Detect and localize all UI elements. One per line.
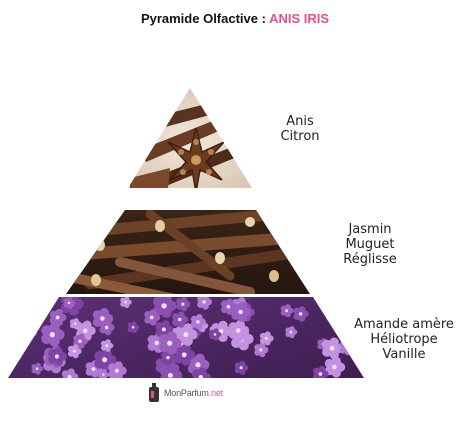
flower [280, 304, 294, 318]
monparfum-logo: MonParfum.net [147, 382, 223, 404]
flower [172, 311, 189, 328]
note-citron: Citron [280, 129, 320, 144]
flower [231, 302, 251, 322]
flower [108, 361, 127, 378]
flower [99, 319, 115, 336]
flower [120, 297, 132, 308]
perfume-name: ANIS IRIS [269, 11, 330, 26]
flower [190, 314, 206, 330]
flower [176, 297, 191, 312]
top-notes: Anis Citron [262, 114, 338, 144]
flower [153, 297, 177, 318]
flower [41, 322, 65, 347]
note-heliotrope: Héliotrope [370, 332, 438, 347]
heart-notes-image [66, 210, 310, 294]
flower [191, 367, 211, 378]
flower [254, 342, 269, 358]
flower [67, 344, 82, 359]
flower [49, 308, 67, 327]
flower [63, 297, 76, 309]
note-jasmin: Jasmin [348, 222, 392, 237]
flower [322, 337, 344, 360]
flower [73, 333, 88, 349]
logo-brand: MonParfum [164, 388, 209, 398]
logo-tld: .net [208, 388, 223, 398]
flower [31, 362, 44, 375]
flower [98, 369, 109, 378]
flower [313, 365, 329, 378]
flower [144, 309, 161, 326]
note-reglisse: Réglisse [343, 252, 397, 267]
flower [259, 331, 274, 346]
flower [127, 321, 140, 334]
flower [159, 331, 182, 355]
flower [324, 356, 346, 378]
flower [197, 297, 213, 310]
flower [285, 326, 298, 339]
heart-notes: Jasmin Muguet Réglisse [310, 222, 430, 267]
logo-text: MonParfum.net [164, 388, 223, 398]
flower [234, 360, 249, 375]
flower [9, 301, 30, 323]
flower [175, 323, 198, 346]
top-notes-image [128, 88, 252, 188]
flower [228, 319, 250, 342]
flower [209, 328, 222, 341]
note-muguet: Muguet [345, 237, 395, 252]
flower [48, 347, 67, 366]
title-prefix: Pyramide Olfactive : [140, 11, 270, 26]
note-anis: Anis [286, 114, 314, 129]
base-notes-image [8, 297, 364, 378]
flower [100, 339, 114, 353]
note-amande-amere: Amande amère [354, 317, 454, 332]
flower [61, 368, 79, 378]
pyramid-title: Pyramide Olfactive : ANIS IRIS [0, 11, 470, 26]
base-notes: Amande amère Héliotrope Vanille [340, 317, 468, 362]
flower [159, 363, 183, 378]
flower [70, 318, 81, 330]
perfume-bottle-icon [149, 383, 159, 402]
flower [293, 306, 309, 322]
note-vanille: Vanille [382, 347, 426, 362]
flower [20, 320, 37, 338]
